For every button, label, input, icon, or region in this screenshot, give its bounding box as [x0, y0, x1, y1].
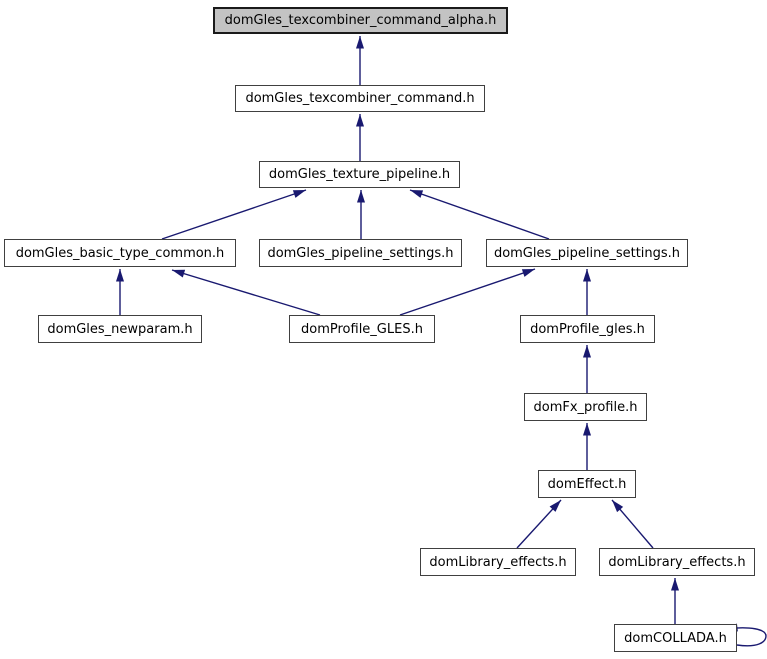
graph-node-domcollada-h[interactable]: domCOLLADA.h: [614, 624, 737, 652]
dependency-edge-arrow: [409, 189, 550, 240]
graph-node-domgles-basic-type-common-h[interactable]: domGles_basic_type_common.h: [4, 239, 236, 267]
graph-node-domeffect-h[interactable]: domEffect.h: [538, 470, 636, 498]
dependency-edge-arrow: [724, 623, 767, 647]
dependency-edge-arrow: [516, 499, 562, 549]
dependency-edge-arrow: [171, 269, 321, 316]
graph-node-domgles-pipeline-settings-h-left[interactable]: domGles_pipeline_settings.h: [259, 239, 462, 267]
graph-node-domgles-texcombiner-command-h[interactable]: domGles_texcombiner_command.h: [235, 85, 485, 112]
dependency-edge-arrow: [611, 499, 654, 549]
graph-node-domgles-pipeline-settings-h-right[interactable]: domGles_pipeline_settings.h: [486, 239, 688, 267]
graph-node-domprofile-gles-upper-h[interactable]: domProfile_GLES.h: [289, 315, 435, 343]
graph-node-domgles-texture-pipeline-h[interactable]: domGles_texture_pipeline.h: [259, 161, 460, 188]
dependency-edge-arrow: [399, 268, 536, 316]
graph-node-domprofile-gles-lower-h[interactable]: domProfile_gles.h: [520, 315, 655, 343]
graph-node-domgles-texcombiner-command-alpha-h: domGles_texcombiner_command_alpha.h: [213, 7, 508, 34]
graph-node-domlibrary-effects-h-right[interactable]: domLibrary_effects.h: [599, 548, 755, 576]
graph-node-domlibrary-effects-h-left[interactable]: domLibrary_effects.h: [420, 548, 576, 576]
dependency-edge-arrow: [161, 189, 307, 240]
graph-node-domfx-profile-h[interactable]: domFx_profile.h: [524, 393, 647, 421]
graph-node-domgles-newparam-h[interactable]: domGles_newparam.h: [38, 315, 202, 343]
